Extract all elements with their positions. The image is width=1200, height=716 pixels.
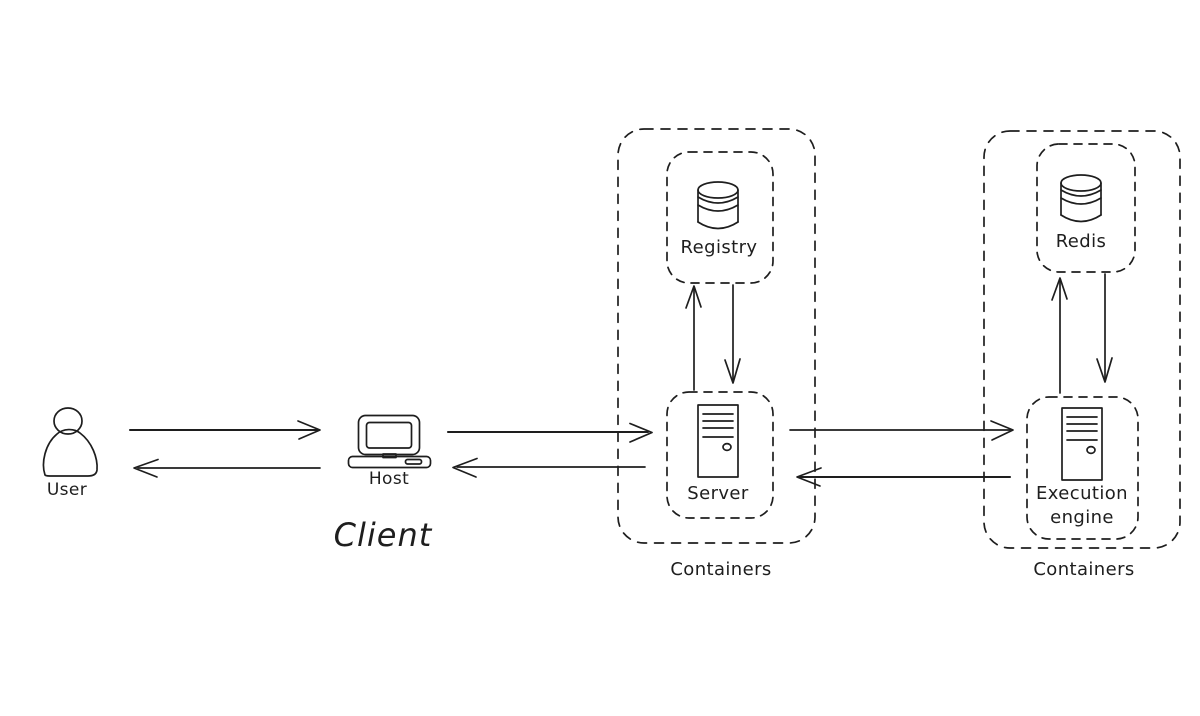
arrow-server-to-execution	[789, 420, 1014, 441]
host-label: Host	[368, 469, 410, 489]
registry-box	[666, 151, 774, 284]
arrow-redis-to-execution	[1096, 273, 1113, 383]
computer-icon	[347, 414, 432, 469]
server-tower-icon	[697, 404, 739, 478]
arrow-host-to-server	[446, 422, 653, 443]
person-body	[42, 428, 98, 477]
client-annotation: Client	[333, 516, 433, 554]
arrow-server-to-registry	[685, 285, 702, 391]
arrow-host-to-user	[133, 458, 321, 478]
execution-engine-label: Execution engine	[1036, 483, 1128, 529]
database-cylinder-icon	[697, 181, 739, 230]
arrow-execution-to-server	[796, 467, 1012, 487]
computer-base	[347, 455, 432, 469]
monitor-screen	[365, 421, 413, 449]
redis-box	[1036, 143, 1136, 273]
registry-label: Registry	[680, 237, 758, 258]
user-label: User	[46, 480, 88, 500]
database-cylinder-icon	[1060, 174, 1102, 223]
arrow-execution-to-redis	[1051, 277, 1068, 394]
person-icon	[42, 407, 98, 477]
server-label: Server	[687, 483, 749, 504]
arrow-server-to-host	[452, 457, 646, 478]
arrow-registry-to-server	[724, 284, 741, 384]
execution-engine-box	[1026, 396, 1139, 540]
redis-label: Redis	[1055, 231, 1107, 252]
person-head	[53, 407, 83, 435]
server-box	[666, 391, 774, 519]
containers-box-left	[617, 128, 816, 544]
computer-base-slot	[404, 458, 423, 465]
containers-left-label: Containers	[670, 559, 772, 580]
arrow-user-to-host	[128, 420, 321, 440]
server-tower-icon	[1061, 407, 1103, 481]
containers-box-right	[983, 130, 1181, 549]
containers-right-label: Containers	[1033, 559, 1135, 580]
